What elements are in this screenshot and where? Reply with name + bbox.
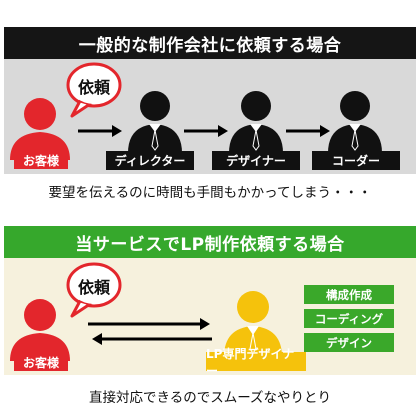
top-caption: 要望を伝えるのに時間も手間もかかってしまう・・・ (48, 185, 372, 201)
bottom-banner-title: 当サービスでLP制作依頼する場合 (75, 234, 345, 255)
top-arrow-1 (78, 125, 122, 137)
bottom-caption: 直接対応できるのでスムーズなやりとり (88, 390, 332, 406)
top-banner-title: 一般的な制作会社に依頼する場合 (78, 35, 342, 56)
bottom-designer-label: LP専門デザイナー (206, 347, 306, 378)
bottom-speech-bubble (66, 262, 122, 318)
bottom-arrow-right (88, 318, 210, 330)
bottom-bubble-text: 依頼 (77, 278, 110, 297)
task-badge-coding: コーディング (304, 309, 394, 328)
bottom-banner: 当サービスでLP制作依頼する場合 (4, 226, 416, 258)
top-role-label-coder: コーダー (312, 151, 400, 170)
top-coder-icon (328, 91, 382, 153)
top-banner: 一般的な制作会社に依頼する場合 (4, 27, 416, 59)
top-speech-bubble (66, 62, 122, 118)
task-badge-structure: 構成作成 (304, 285, 394, 304)
top-customer-label: お客様 (14, 151, 68, 169)
top-role-label-designer: デザイナー (212, 151, 300, 170)
bottom-designer-icon (224, 291, 282, 357)
bottom-customer-label: お客様 (14, 353, 68, 371)
top-role-label-director: ディレクター (106, 151, 194, 170)
bottom-arrow-left (92, 333, 212, 345)
bottom-customer-icon (10, 299, 70, 361)
task-badge-design: デザイン (304, 333, 394, 352)
top-arrow-2 (184, 125, 228, 137)
top-director-icon (128, 91, 182, 153)
top-arrow-3 (286, 125, 330, 137)
top-bubble-text: 依頼 (77, 78, 110, 97)
top-designer-icon (229, 91, 283, 153)
